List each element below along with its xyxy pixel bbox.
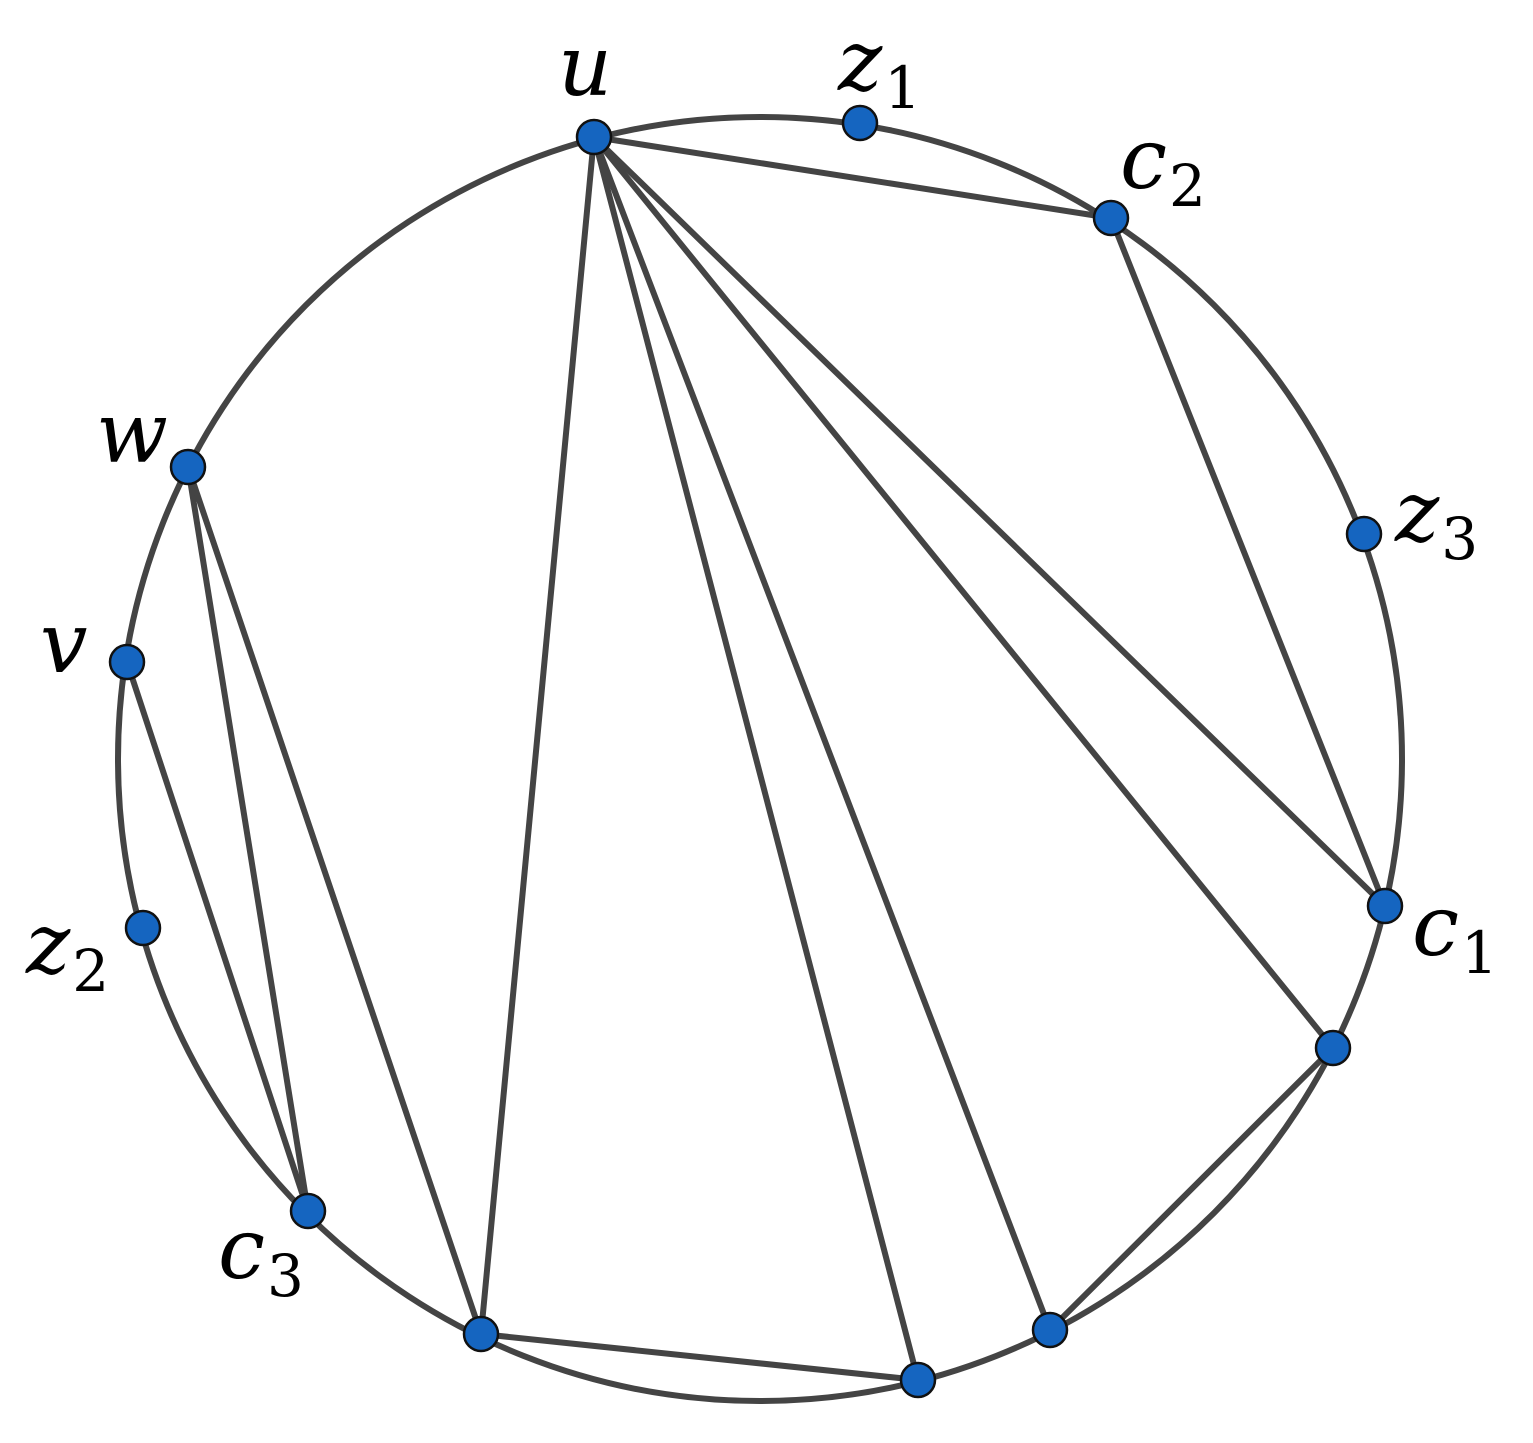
vertex-c3	[289, 1192, 327, 1230]
label-z2: z2	[25, 895, 109, 1005]
vertex-w	[169, 448, 207, 486]
edge-c2-c1	[1108, 215, 1388, 909]
vertex-z3	[1345, 515, 1383, 553]
vertex-p4	[462, 1315, 500, 1353]
vertex-v	[108, 643, 146, 681]
vertex-p1	[1314, 1029, 1352, 1067]
label-v: v	[40, 594, 87, 692]
edge-w-c3	[185, 464, 311, 1214]
label-z1: z1	[837, 12, 921, 122]
vertex-p3	[899, 1361, 937, 1399]
vertex-u	[575, 118, 613, 156]
vertex-set	[108, 104, 1404, 1399]
chord-edges	[124, 134, 1388, 1383]
label-w: w	[96, 384, 168, 482]
label-c1: c1	[1412, 877, 1498, 987]
vertex-p2	[1031, 1311, 1069, 1349]
edge-u-p3	[591, 134, 921, 1383]
outer-circle	[115, 114, 1405, 1404]
edge-u-c2	[591, 134, 1114, 221]
label-z3: z3	[1394, 463, 1478, 573]
label-u: u	[558, 17, 612, 115]
vertex-c2	[1092, 199, 1130, 237]
edge-u-p1	[591, 134, 1336, 1051]
edge-v-c3	[124, 659, 311, 1214]
label-c2: c2	[1120, 110, 1206, 220]
edge-p1-p2	[1047, 1045, 1336, 1333]
edge-u-c1	[591, 134, 1388, 909]
vertex-c1	[1366, 887, 1404, 925]
edge-w-p4	[185, 464, 484, 1337]
vertex-z1	[841, 104, 879, 142]
edge-u-p2	[591, 134, 1053, 1333]
edge-p3-p4	[478, 1331, 921, 1383]
vertex-z2	[124, 909, 162, 947]
edge-u-p4	[478, 134, 597, 1337]
